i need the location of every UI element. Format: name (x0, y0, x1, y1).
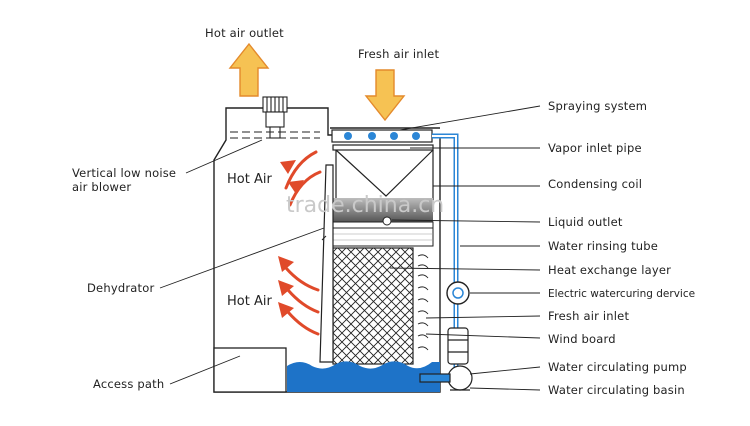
label-hot-air-upper: Hot Air (227, 172, 272, 187)
label-hot-air-lower: Hot Air (227, 294, 272, 309)
label-heat-exchange-layer: Heat exchange layer (548, 263, 671, 277)
hot-air-arrowheads (278, 160, 304, 318)
label-water-circulating-pump: Water circulating pump (548, 360, 687, 374)
label-liquid-outlet: Liquid outlet (548, 215, 623, 229)
hot-air-outlet-arrow (228, 42, 270, 97)
hot-air-arrows (284, 150, 322, 336)
water-pump-icon (419, 327, 473, 391)
label-water-circulating-basin: Water circulating basin (548, 383, 685, 397)
label-fresh-air-inlet-side: Fresh air inlet (548, 309, 629, 323)
label-air-blower: air blower (72, 180, 131, 194)
label-access-path: Access path (93, 377, 164, 391)
spray-nozzles (331, 129, 433, 143)
label-spraying-system: Spraying system (548, 99, 647, 113)
label-electric-watercuring-device: Electric watercuring dervice (548, 288, 695, 300)
dehydrator-board (319, 164, 334, 363)
label-vapor-inlet-pipe: Vapor inlet pipe (548, 141, 642, 155)
water-basin (287, 361, 440, 392)
label-water-rinsing-tube: Water rinsing tube (548, 239, 658, 253)
label-fresh-air-inlet-top: Fresh air inlet (358, 47, 439, 61)
fill-top-strip (332, 227, 434, 247)
blower-icon (230, 96, 320, 139)
watermark-text: trade.china.cn (286, 193, 444, 218)
condensing-coil-bar (333, 198, 433, 222)
watercuring-device-icon (446, 281, 470, 305)
liquid-outlet-icon (382, 216, 392, 226)
label-vertical-low-noise: Vertical low noise (72, 166, 176, 180)
wind-board-louvers (417, 254, 429, 351)
label-hot-air-outlet: Hot air outlet (205, 26, 284, 40)
leader-lines (159, 105, 541, 391)
access-path-box (213, 347, 287, 393)
label-dehydrator: Dehydrator (87, 281, 154, 295)
fresh-air-inlet-arrow (364, 69, 406, 122)
label-condensing-coil: Condensing coil (548, 177, 642, 191)
heat-exchange-layer-mesh (332, 247, 414, 365)
vapor-inlet-funnel (332, 144, 434, 206)
label-wind-board: Wind board (548, 332, 616, 346)
